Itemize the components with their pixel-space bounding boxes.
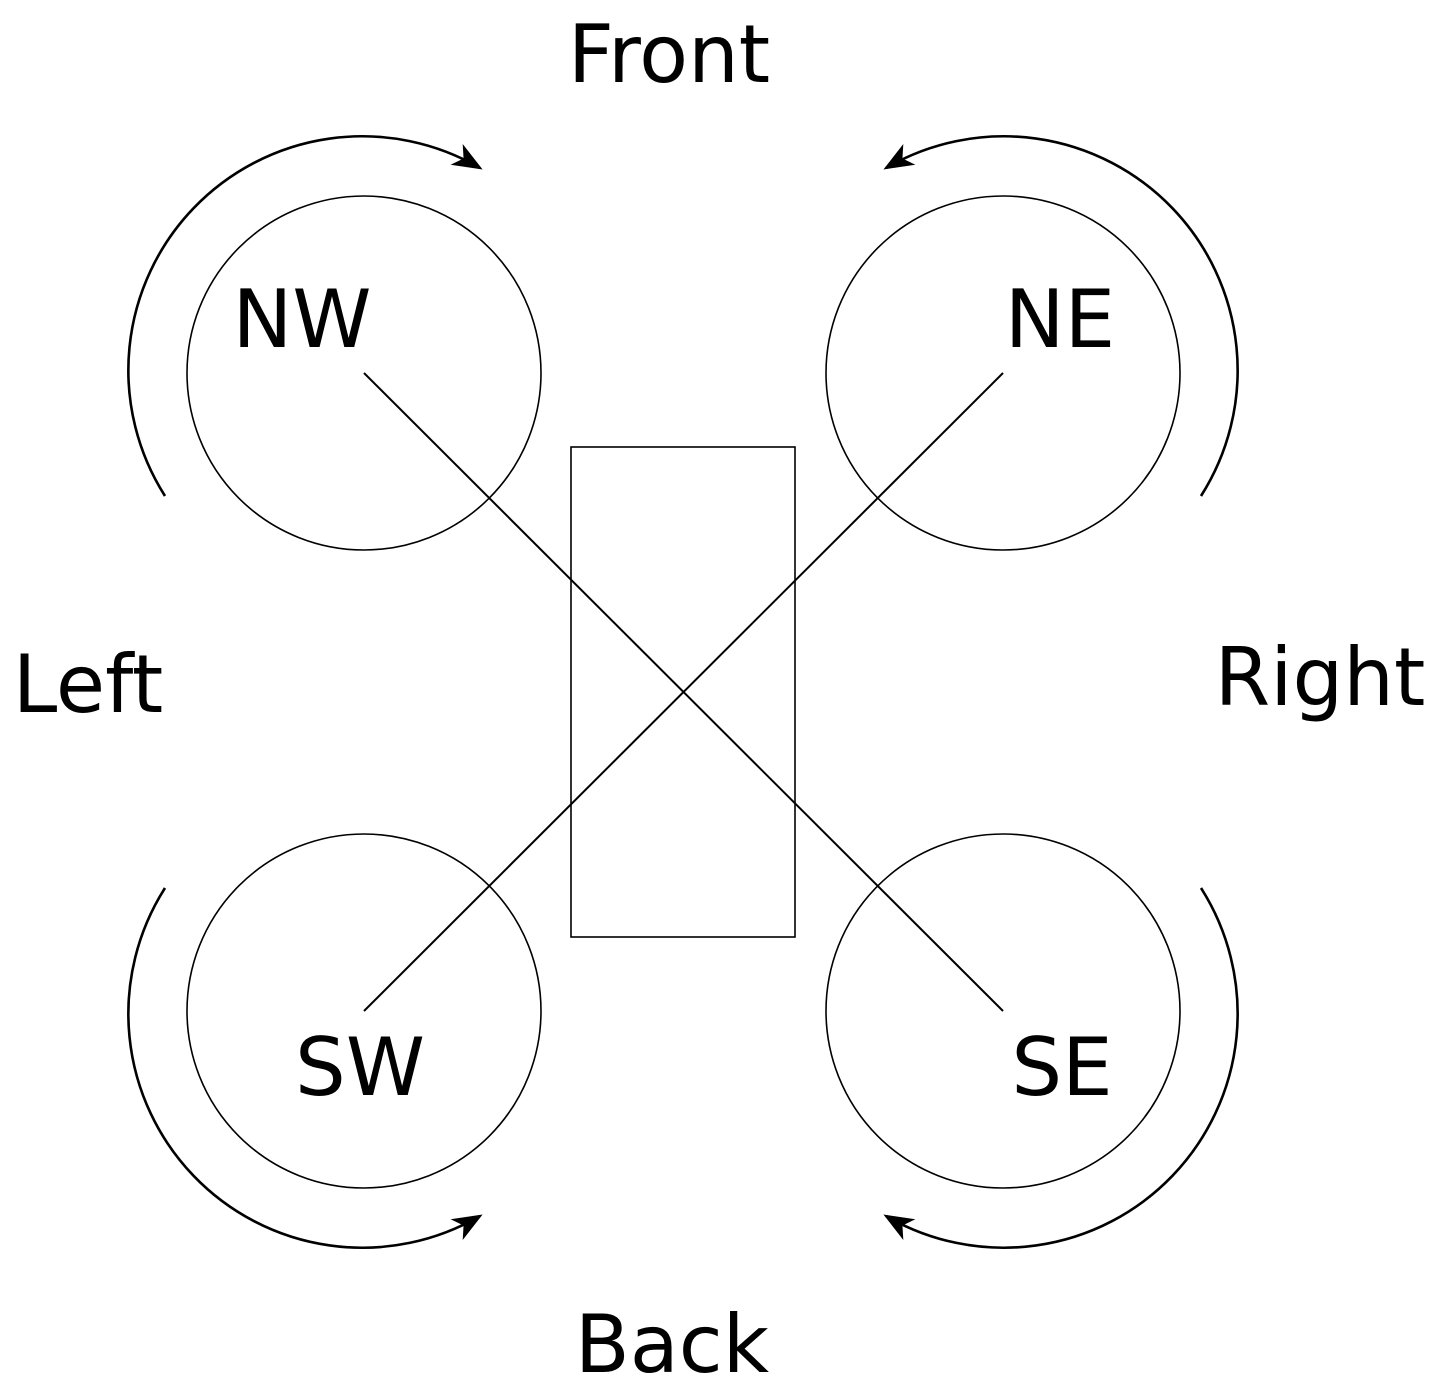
rotor-nw <box>186 195 542 551</box>
rotor-ne <box>825 195 1181 551</box>
rotor-se <box>825 833 1181 1189</box>
rotation-arrow-se <box>883 887 1239 1249</box>
rotor-sw-label: SW <box>295 1021 425 1114</box>
rotor-nw-label: NW <box>233 273 372 366</box>
rotation-arrow-ne <box>883 135 1239 497</box>
right-label: Right <box>1215 631 1426 724</box>
rotation-arrow-nw <box>127 135 483 497</box>
rotor-ne-label: NE <box>1005 273 1115 366</box>
back-label: Back <box>575 1298 770 1391</box>
rotation-arrow-sw <box>127 887 483 1249</box>
rotor-sw <box>186 833 542 1189</box>
front-label: Front <box>568 8 770 101</box>
frame-body <box>570 446 796 938</box>
left-label: Left <box>13 638 164 731</box>
arm-ne-sw <box>363 372 1004 1012</box>
rotor-se-label: SE <box>1011 1021 1112 1114</box>
